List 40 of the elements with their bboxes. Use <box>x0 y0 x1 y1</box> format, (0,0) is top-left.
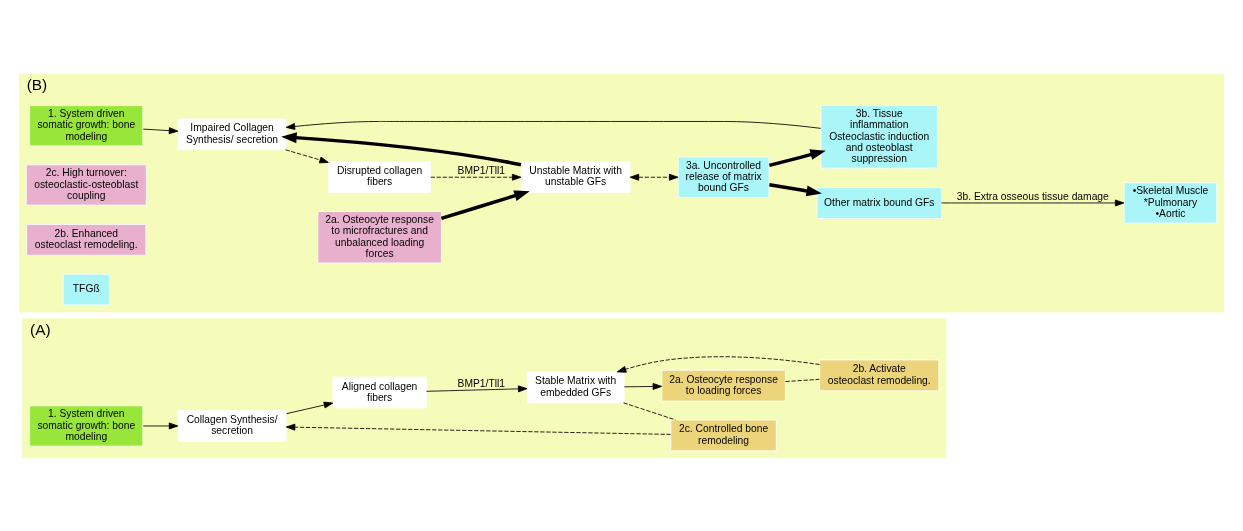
node-box: 3a. Uncontrolled release of matrix bound GFs <box>677 156 770 198</box>
node-box: 1. System driven somatic growth: bone modeling <box>29 404 144 447</box>
arrow <box>623 382 663 390</box>
node-box: 3b. Tissue inflammation Osteoclastic induction and osteoblast suppression <box>820 104 938 169</box>
arrow <box>285 148 329 163</box>
arrow <box>768 148 826 167</box>
node-box: 2a. Osteocyte response to loading forces <box>661 369 786 402</box>
arrow <box>285 120 822 130</box>
arrow <box>142 422 179 429</box>
connector <box>623 401 676 420</box>
arrow <box>286 401 334 414</box>
node-box: Aligned collagen fibers <box>332 376 427 408</box>
node-box: 2b. Activate osteoclast remodeling. <box>819 359 940 391</box>
arrow <box>281 131 522 166</box>
node-box: 2c. Controlled bone remodeling <box>670 419 777 451</box>
node-box: Disrupted collagen fibers <box>328 160 432 193</box>
arrow <box>285 423 671 435</box>
arrow <box>941 199 1125 206</box>
arrow <box>430 173 522 181</box>
arrow <box>629 173 679 181</box>
node-box: Impaired Collagen Synthesis/ secretion <box>177 117 287 150</box>
node-box: 1. System driven somatic growth: bone modeling <box>29 104 144 146</box>
node-box: Other matrix bound GFs <box>816 186 942 219</box>
arrow <box>616 355 820 373</box>
node-box: 2b. Enhanced osteoclast remodeling. <box>26 223 147 256</box>
connector <box>785 378 820 382</box>
node-box: Collagen Synthesis/ secretion <box>177 409 287 442</box>
node-box: TFGß <box>62 273 110 305</box>
arrow <box>426 384 528 392</box>
node-box: 2c. High turnover: osteoclastic-osteoblast coupling <box>25 163 147 206</box>
arrow <box>769 182 822 196</box>
node-box: Unstable Matrix with unstable GFs <box>520 160 631 193</box>
edge-label: BMP1/Tll1 <box>457 377 505 389</box>
arrow <box>440 190 530 220</box>
node-box: Stable Matrix with embedded GFs <box>526 371 625 403</box>
node-box: 2a. Osteocyte response to microfractures and unbalanced loading forces <box>317 210 442 263</box>
node-box: •Skeletal Muscle *Pulmonary •Aortic <box>1123 181 1218 224</box>
edge-label: 3b. Extra osseous tissue damage <box>956 190 1109 202</box>
edge-label: BMP1/Tll1 <box>457 164 505 176</box>
arrow <box>142 126 179 134</box>
